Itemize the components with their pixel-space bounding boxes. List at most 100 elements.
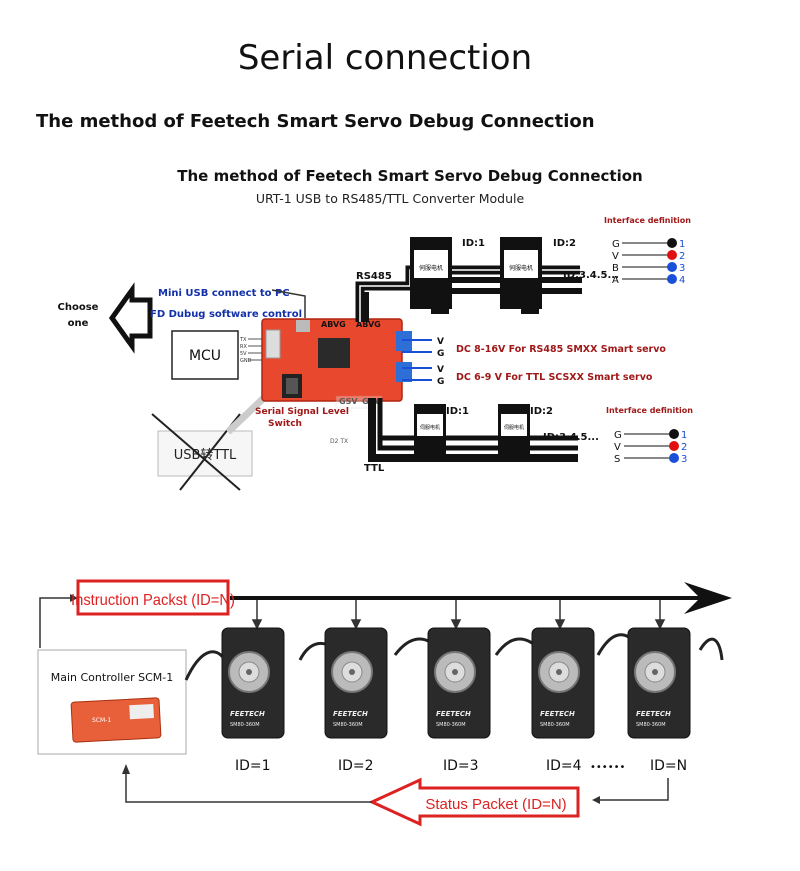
- choose-one-label-2: one: [68, 318, 89, 329]
- pin-dot: [667, 250, 677, 260]
- pin-dot: [667, 238, 677, 248]
- mini-usb-label: Mini USB connect to PC: [158, 288, 290, 299]
- status-return-line: [600, 778, 669, 801]
- interface-pin-number: 1: [681, 430, 687, 441]
- instruction-drops: [251, 600, 666, 630]
- interface-pin-v: V: [614, 442, 621, 453]
- rs485-label: RS485: [356, 271, 392, 282]
- svg-text:SCM-1: SCM-1: [92, 717, 111, 724]
- svg-text:ID:3.4.5...: ID:3.4.5...: [563, 270, 619, 281]
- interface-pin-g: G: [614, 430, 622, 441]
- svg-text:5V: 5V: [240, 351, 247, 357]
- svg-text:RX: RX: [240, 344, 247, 350]
- ttl-id-labels: ID:1 ID:2 ID:3.4.5...: [446, 406, 599, 443]
- servo-5: FEETECH SM80-360M: [627, 627, 691, 739]
- interface-pin-number: 1: [679, 239, 685, 250]
- bus-diagram: Instruction Packst (ID=N) Main Controlle…: [37, 579, 732, 827]
- choose-arrow-icon: [108, 282, 153, 354]
- servo-id-labels: ID=1 ID=2 ID=3 ID=4 •••••• ID=N: [235, 758, 687, 774]
- svg-text:TX: TX: [239, 337, 247, 343]
- servo-2: FEETECH SM80-360M: [324, 627, 388, 739]
- servo-3: FEETECH SM80-360M: [427, 627, 491, 739]
- servo-model: SM80-360M: [436, 722, 466, 728]
- instruction-arrow-icon: [684, 582, 732, 614]
- page-title: Serial connection: [237, 38, 533, 78]
- module-name: URT-1 USB to RS485/TTL Converter Module: [256, 191, 525, 206]
- instruction-packet-box: [76, 579, 230, 616]
- interface-pin-b: B: [612, 263, 619, 274]
- dc-ttl-label: DC 6-9 V For TTL SCSXX Smart servo: [456, 372, 653, 383]
- interface-pin-number: 4: [679, 275, 685, 286]
- servo-model: SM80-360M: [333, 722, 363, 728]
- interface-pin-number: 2: [679, 251, 685, 262]
- svg-text:伺服电机: 伺服电机: [504, 424, 524, 431]
- servo-brand: FEETECH: [636, 710, 671, 718]
- main-controller-label: Main Controller SCM-1: [51, 671, 173, 684]
- interface-pin-number: 3: [679, 263, 685, 274]
- svg-text:ID=2: ID=2: [338, 758, 374, 774]
- servo-model: SM80-360M: [540, 722, 570, 728]
- svg-text:ID:1: ID:1: [462, 238, 485, 249]
- page-subtitle: The method of Feetech Smart Servo Debug …: [36, 111, 595, 132]
- diagram-title: The method of Feetech Smart Servo Debug …: [177, 167, 642, 185]
- cross-line-1: [151, 413, 241, 491]
- svg-text:ID:2: ID:2: [530, 406, 553, 417]
- interface-title-rs485: Interface definition: [604, 216, 691, 225]
- svg-text:V: V: [437, 365, 444, 375]
- svg-text:ID:1: ID:1: [446, 406, 469, 417]
- pin-dot: [669, 453, 679, 463]
- svg-text:••••••: ••••••: [590, 762, 625, 773]
- usb-cable: [271, 289, 306, 318]
- rs485-id-labels: ID:1 ID:2 ID:3.4.5...: [462, 238, 619, 281]
- dc-rs485-label: DC 8-16V For RS485 SMXX Smart servo: [456, 344, 666, 355]
- servo-cables: [184, 633, 724, 681]
- svg-text:GND: GND: [240, 358, 252, 364]
- d2-tx-label: D2 TX: [330, 438, 348, 445]
- servo-model: SM80-360M: [636, 722, 666, 728]
- svg-text:ABVG: ABVG: [321, 320, 346, 329]
- svg-text:ID=1: ID=1: [235, 758, 271, 774]
- interface-pin-number: 2: [681, 442, 687, 453]
- interface-pin-number: 3: [681, 454, 687, 465]
- svg-text:ID=N: ID=N: [650, 758, 687, 774]
- pin-dot: [667, 262, 677, 272]
- power-vg-labels: V G V G: [437, 337, 444, 387]
- svg-text:ID=4: ID=4: [546, 758, 582, 774]
- usb-ttl-box: [157, 430, 253, 477]
- svg-text:伺服电机: 伺服电机: [509, 264, 533, 272]
- servo-brand: FEETECH: [333, 710, 368, 718]
- interface-pin-v: V: [612, 251, 619, 262]
- interface-title-ttl: Interface definition: [606, 406, 693, 415]
- debug-connection-diagram: The method of Feetech Smart Servo Debug …: [58, 167, 693, 491]
- ttl-label: TTL: [364, 463, 385, 474]
- svg-text:ID:2: ID:2: [553, 238, 576, 249]
- status-packet-label: Status Packet (ID=N): [425, 796, 566, 813]
- pin-dot: [669, 441, 679, 451]
- svg-text:G: G: [437, 349, 444, 359]
- svg-text:伺服电机: 伺服电机: [420, 424, 440, 431]
- mcu-pins: TX RX 5V GND: [239, 337, 252, 364]
- serial-switch-label: Serial Signal Level: [255, 407, 349, 417]
- svg-text:ID=3: ID=3: [443, 758, 479, 774]
- power-lines: [402, 339, 432, 381]
- interface-pin-g: G: [612, 239, 620, 250]
- svg-text:ABVG: ABVG: [356, 320, 381, 329]
- servo-brand: FEETECH: [436, 710, 471, 718]
- servo-model: SM80-360M: [230, 722, 260, 728]
- pin-dot: [667, 274, 677, 284]
- fd-debug-label: FD Dubug software control: [150, 309, 302, 320]
- servo-brand: FEETECH: [230, 710, 265, 718]
- instruction-packet-label: Instruction Packst (ID=N): [71, 591, 235, 609]
- svg-text:ID:3.4.5...: ID:3.4.5...: [543, 432, 599, 443]
- servo-row: FEETECH SM80-360M FEETECH SM80-360M FEETECH S…: [221, 627, 691, 739]
- board-top-labels: ABVG ABVG: [321, 320, 381, 329]
- pin-dot: [669, 429, 679, 439]
- status-to-controller-line: [125, 772, 372, 803]
- svg-text:G: G: [437, 377, 444, 387]
- servo-1: FEETECH SM80-360M: [221, 627, 285, 739]
- servo-brand: FEETECH: [540, 710, 575, 718]
- svg-text:GSV: GSV: [339, 397, 358, 406]
- interface-pin-s: S: [614, 454, 620, 465]
- serial-switch-label-2: Switch: [268, 419, 302, 429]
